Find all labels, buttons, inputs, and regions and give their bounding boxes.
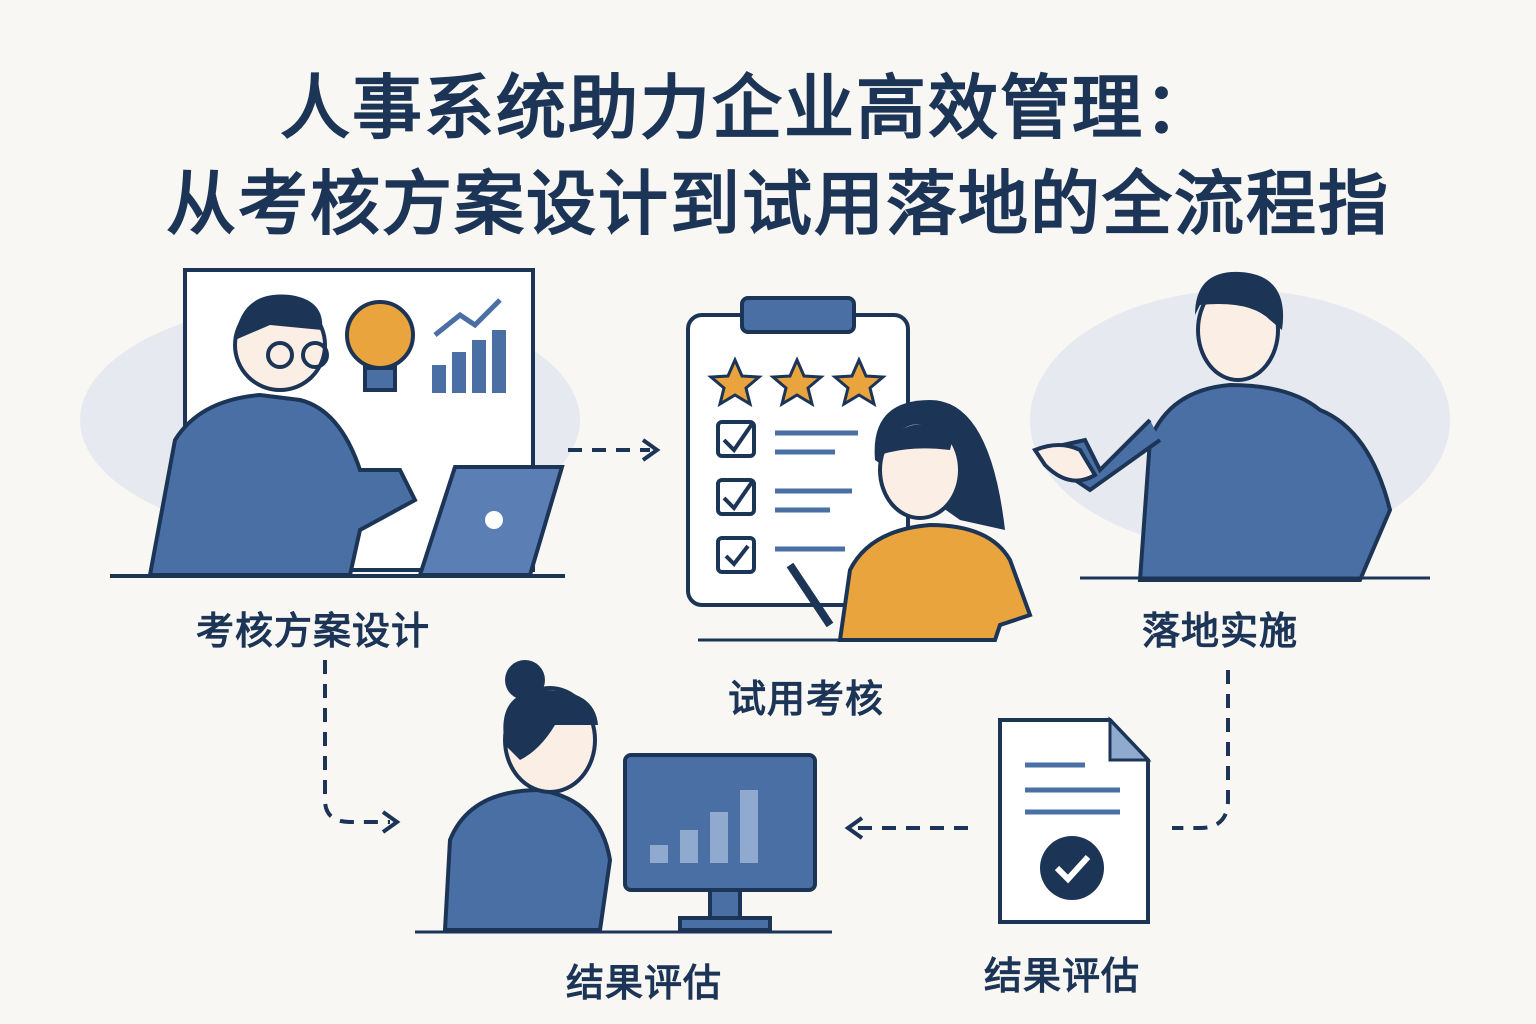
step-label-plan-design: 考核方案设计 — [196, 609, 431, 653]
arrowhead-icons — [381, 438, 864, 840]
man-gesturing-illustration — [1031, 271, 1430, 582]
checkbox-icons — [716, 420, 756, 574]
step-label-result-evaluation: 结果评估 — [566, 961, 723, 1005]
flow-arrows — [323, 448, 1230, 830]
step-label-implementation: 落地实施 — [1142, 609, 1299, 653]
woman-computer-illustration — [415, 660, 832, 934]
star-rating-icons — [707, 356, 887, 408]
lightbulb-icon — [345, 300, 415, 392]
step-label-trial-assessment: 试用考核 — [728, 677, 885, 721]
clipboard-illustration — [686, 296, 1033, 642]
growth-chart-icon — [432, 298, 506, 393]
page-title-line1: 人事系统助力企业高效管理： — [280, 67, 1216, 149]
step-label-result-evaluation-doc: 结果评估 — [984, 954, 1141, 998]
presenter-illustration — [110, 268, 565, 578]
page-title-line2: 从考核方案设计到试用落地的全流程指 — [166, 163, 1390, 245]
monitor-icon — [623, 753, 817, 932]
document-check-icon — [998, 716, 1152, 924]
